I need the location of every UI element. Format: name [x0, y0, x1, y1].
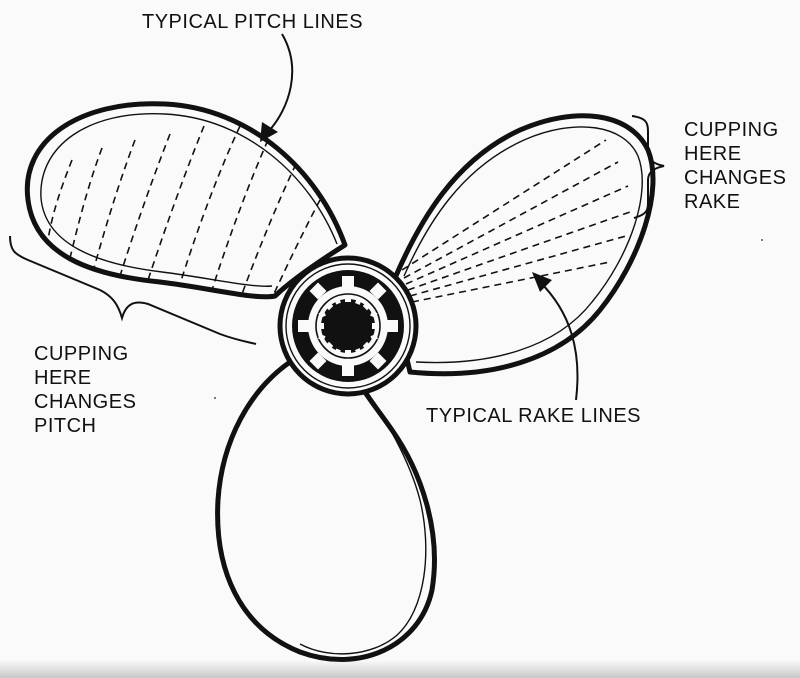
brace-cupping-rake [631, 115, 665, 219]
page-edge-shadow [0, 660, 800, 678]
label-typical-pitch-lines: TYPICAL PITCH LINES [142, 10, 363, 34]
blade-bottom [215, 359, 437, 662]
propeller-hub [277, 255, 419, 397]
label-line: PITCH [34, 415, 97, 437]
label-typical-pitch-lines-text: TYPICAL PITCH LINES [142, 11, 364, 33]
label-cupping-changes-pitch: CUPPING HERE CHANGES PITCH [34, 342, 136, 438]
label-line: CUPPING [34, 343, 129, 365]
rake-lines [401, 139, 631, 303]
label-line: CHANGES [34, 391, 137, 413]
hub-spline-bore [318, 296, 378, 356]
blade-upper-left [24, 101, 348, 300]
blade-right [392, 113, 656, 377]
arrow-to-pitch-lines [260, 33, 294, 142]
label-line: CUPPING [684, 119, 779, 141]
label-line: CHANGES [684, 167, 787, 189]
label-cupping-changes-rake: CUPPING HERE CHANGES RAKE [684, 118, 786, 214]
arrow-to-rake-lines [532, 272, 579, 401]
brace-cupping-pitch [9, 235, 257, 345]
label-typical-rake-lines-text: TYPICAL RAKE LINES [426, 405, 641, 427]
label-line: HERE [34, 367, 92, 389]
label-line: RAKE [684, 191, 741, 213]
label-line: HERE [684, 143, 742, 165]
label-typical-rake-lines: TYPICAL RAKE LINES [426, 404, 641, 428]
pitch-lines [47, 125, 321, 299]
